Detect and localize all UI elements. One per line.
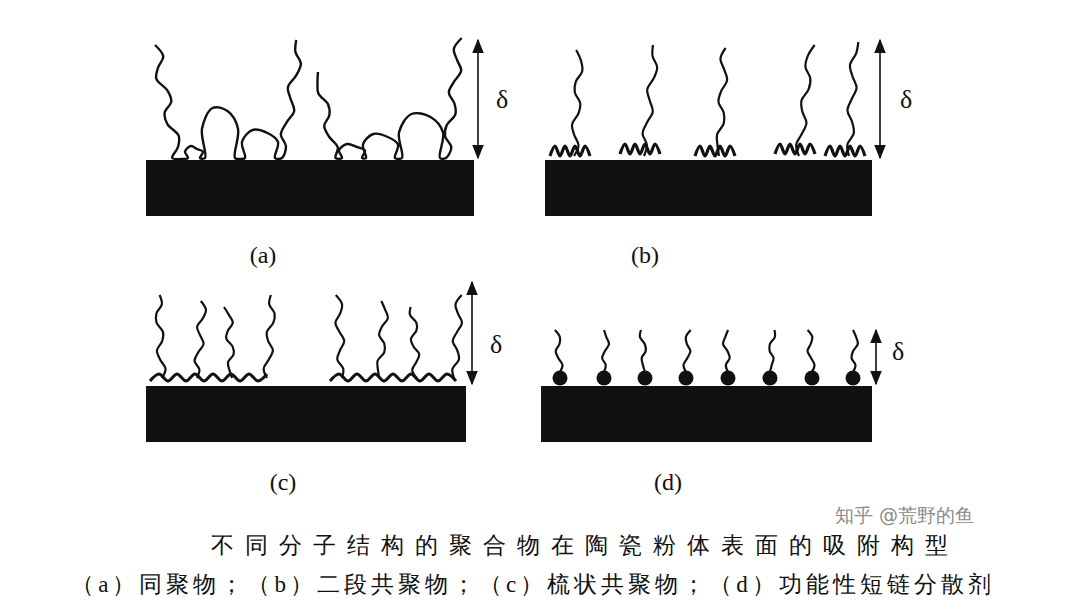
powder-surface: [146, 386, 466, 442]
polymer-chain: [808, 330, 815, 372]
thickness-arrow: [875, 330, 877, 384]
polymer-chain: [572, 50, 583, 156]
polymer-chain: [555, 330, 563, 372]
legend-note: （a）同聚物；（b）二段共聚物；（c）梳状共聚物；（d）功能性短链分散剂: [71, 572, 994, 597]
anchor-group: [679, 371, 694, 386]
polymer-chain: [717, 48, 727, 156]
powder-surface: [146, 160, 474, 216]
polymer-chain: [643, 45, 658, 156]
polymer-chain: [155, 40, 301, 159]
polymer-chain: [452, 295, 462, 378]
thickness-arrow: [879, 40, 881, 158]
thickness-symbol: δ: [892, 338, 904, 367]
polymer-chain: [550, 146, 590, 156]
polymer-chain: [723, 330, 730, 372]
polymer-chain: [769, 330, 775, 372]
polymer-chain: [620, 144, 660, 154]
panel-letter: (b): [631, 242, 659, 268]
anchor-group: [805, 371, 820, 386]
polymer-chain: [330, 374, 456, 381]
watermark: 知乎 @荒野的鱼: [835, 505, 974, 526]
anchor-group: [846, 371, 861, 386]
polymer-chain: [195, 301, 206, 378]
polymer-chains: [150, 38, 865, 386]
powder-surface: [541, 386, 872, 442]
polymer-chain: [264, 295, 275, 378]
thickness-arrow: [471, 282, 473, 384]
polymer-chain: [317, 38, 461, 159]
polymer-chain: [825, 146, 865, 156]
polymer-chain: [640, 330, 646, 372]
polymer-chain: [695, 146, 735, 156]
anchor-group: [721, 371, 736, 386]
panel-letter: (d): [654, 469, 682, 495]
thickness-symbol: δ: [490, 331, 502, 360]
polymer-chain: [150, 374, 267, 381]
polymer-chain: [377, 301, 388, 378]
thickness-arrow: [477, 40, 479, 158]
figure-caption: 不同分子结构的聚合物在陶瓷粉体表面的吸附构型: [211, 533, 959, 558]
polymer-chain: [224, 307, 234, 378]
polymer-chain: [775, 144, 815, 154]
polymer-chain: [410, 307, 419, 378]
anchor-group: [763, 371, 778, 386]
panel-letter: (a): [250, 242, 277, 268]
polymer-chain: [683, 330, 690, 372]
polymer-chain: [156, 295, 166, 378]
polymer-chain: [335, 295, 344, 378]
thickness-symbol: δ: [496, 86, 508, 115]
anchor-group: [553, 371, 568, 386]
anchor-group: [597, 371, 612, 386]
polymer-chain: [851, 330, 857, 372]
anchor-group: [638, 371, 653, 386]
thickness-symbol: δ: [900, 86, 912, 115]
polymer-chain: [847, 42, 858, 156]
panel-letter: (c): [270, 469, 297, 495]
powder-surface: [545, 160, 872, 216]
polymer-chain: [796, 45, 814, 156]
polymer-chain: [602, 330, 609, 372]
